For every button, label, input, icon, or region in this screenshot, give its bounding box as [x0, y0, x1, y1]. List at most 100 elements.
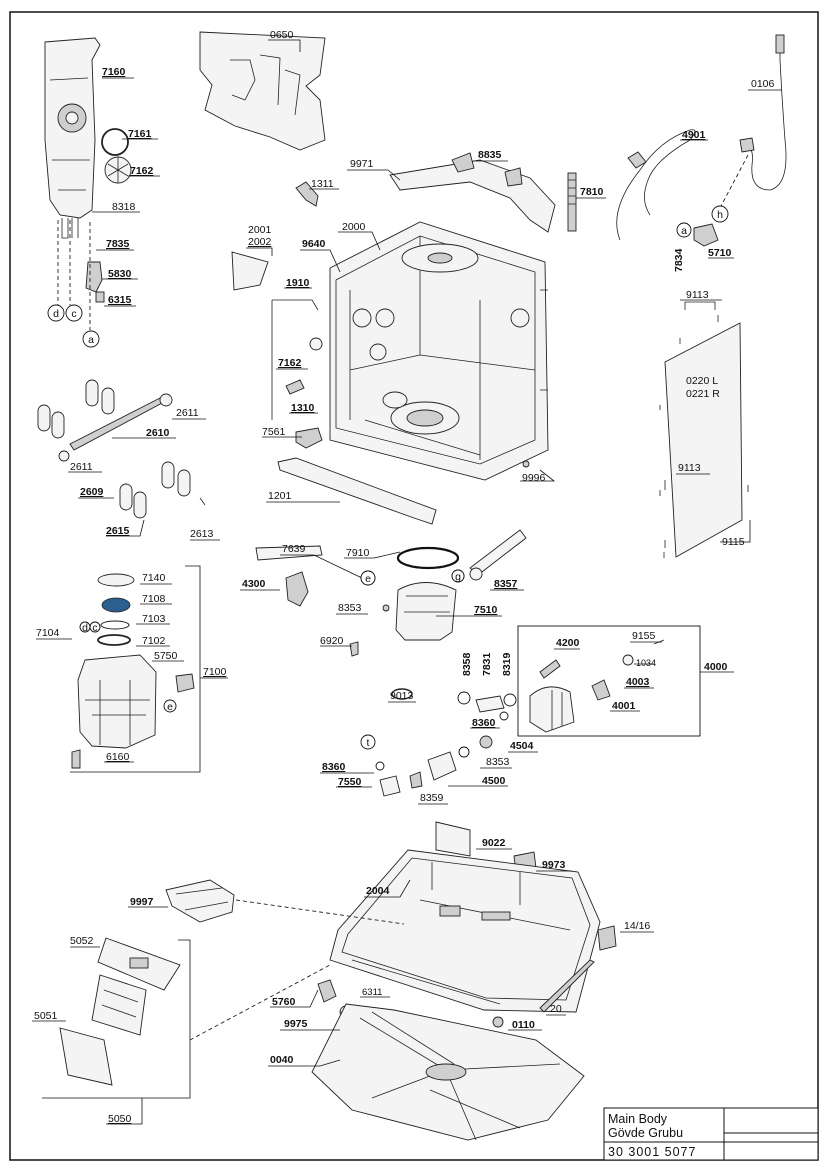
label-7510: 7510 — [474, 604, 498, 616]
label-1034: 1034 — [636, 658, 656, 668]
label-4200: 4200 — [556, 637, 580, 649]
label-4003: 4003 — [626, 676, 650, 688]
label-1910: 1910 — [286, 277, 310, 289]
label-7160: 7160 — [102, 66, 126, 78]
drawing-layer — [37, 31, 787, 1141]
reference-markers: d c a a h e e g d c t — [47, 205, 729, 750]
label-7102: 7102 — [142, 635, 166, 647]
marker-h: h — [717, 209, 723, 221]
label-8353-drain: 8353 — [486, 756, 510, 768]
label-0221: 0221 R — [686, 388, 720, 400]
label-2001: 2001 — [248, 224, 272, 236]
drawing-code: 30 3001 5077 — [608, 1145, 696, 1159]
label-5710: 5710 — [708, 247, 732, 259]
label-7561: 7561 — [262, 426, 286, 438]
label-9155: 9155 — [632, 630, 656, 642]
label-5750: 5750 — [154, 650, 178, 662]
label-8357: 8357 — [494, 578, 518, 590]
label-4300: 4300 — [242, 578, 266, 590]
label-2610: 2610 — [146, 427, 170, 439]
label-9013: 9013 — [390, 690, 414, 702]
marker-c: c — [71, 308, 76, 320]
label-7104: 7104 — [36, 627, 60, 639]
label-8359: 8359 — [420, 792, 444, 804]
label-8360-upper: 8360 — [472, 717, 496, 729]
label-4504: 4504 — [510, 740, 534, 752]
label-7100: 7100 — [203, 666, 227, 678]
label-2613: 2613 — [190, 528, 214, 540]
label-2611-right: 2611 — [176, 407, 199, 419]
label-7162-tub: 7162 — [278, 357, 302, 369]
label-7639: 7639 — [282, 543, 306, 555]
label-14-16: 14/16 — [624, 920, 650, 932]
marker-e-tank: e — [167, 701, 173, 713]
page-border — [9, 11, 819, 1161]
label-9022: 9022 — [482, 837, 506, 849]
label-7831: 7831 — [481, 652, 493, 676]
label-9113-bottom: 9113 — [678, 462, 701, 474]
label-9997: 9997 — [130, 896, 154, 908]
marker-c-tank: c — [92, 622, 97, 634]
label-6160: 6160 — [106, 751, 130, 763]
label-7810: 7810 — [580, 186, 604, 198]
label-9971: 9971 — [350, 158, 374, 170]
label-7834: 7834 — [673, 248, 685, 272]
title-line-2: Gövde Grubu — [608, 1126, 683, 1140]
label-8360-lower: 8360 — [322, 761, 346, 773]
label-0220: 0220 L — [686, 375, 718, 387]
label-2000: 2000 — [342, 221, 366, 233]
label-1311: 1311 — [311, 178, 334, 190]
label-5830: 5830 — [108, 268, 132, 280]
label-7161: 7161 — [128, 128, 152, 140]
label-4500: 4500 — [482, 775, 506, 787]
label-1310: 1310 — [291, 402, 315, 414]
label-6311: 6311 — [362, 987, 382, 998]
marker-e: e — [365, 573, 371, 585]
label-9640: 9640 — [302, 238, 326, 250]
marker-t: t — [367, 737, 370, 749]
label-4001: 4001 — [612, 700, 636, 712]
part-labels: 0650 7160 7161 7162 8318 7835 5830 6315 … — [34, 29, 775, 1125]
label-8835: 8835 — [478, 149, 502, 161]
label-5760: 5760 — [272, 996, 296, 1008]
title-block: Main Body Gövde Grubu 30 3001 5077 — [603, 1107, 819, 1161]
label-8318: 8318 — [112, 201, 136, 213]
label-6920: 6920 — [320, 635, 344, 647]
label-5051: 5051 — [34, 1010, 58, 1022]
label-7162-softener: 7162 — [130, 165, 154, 177]
label-9115: 9115 — [722, 536, 745, 548]
label-9975: 9975 — [284, 1018, 308, 1030]
marker-d-tank: d — [82, 622, 88, 634]
label-7140: 7140 — [142, 572, 166, 584]
label-8353-sump: 8353 — [338, 602, 362, 614]
label-8358: 8358 — [461, 652, 473, 676]
label-8319: 8319 — [501, 652, 513, 676]
label-7835: 7835 — [106, 238, 130, 250]
marker-g: g — [455, 571, 461, 583]
marker-a-valve: a — [681, 225, 687, 237]
label-1201: 1201 — [268, 490, 292, 502]
label-7910: 7910 — [346, 547, 370, 559]
label-7108: 7108 — [142, 593, 166, 605]
label-9996: 9996 — [522, 472, 546, 484]
label-4000: 4000 — [704, 661, 728, 673]
label-2609: 2609 — [80, 486, 104, 498]
label-0110: 0110 — [512, 1019, 535, 1031]
marker-d: d — [53, 308, 59, 320]
label-20: 20 — [550, 1003, 562, 1015]
label-0650: 0650 — [270, 29, 294, 41]
label-5052: 5052 — [70, 935, 94, 947]
label-6315: 6315 — [108, 294, 132, 306]
label-0040: 0040 — [270, 1054, 294, 1066]
label-4901: 4901 — [682, 129, 706, 141]
marker-a: a — [88, 334, 94, 346]
label-2004: 2004 — [366, 885, 390, 897]
label-2615: 2615 — [106, 525, 130, 537]
label-9113-top: 9113 — [686, 289, 709, 301]
label-5050: 5050 — [108, 1113, 132, 1125]
label-7550: 7550 — [338, 776, 362, 788]
label-9973: 9973 — [542, 859, 566, 871]
leader-lines — [32, 39, 782, 1125]
